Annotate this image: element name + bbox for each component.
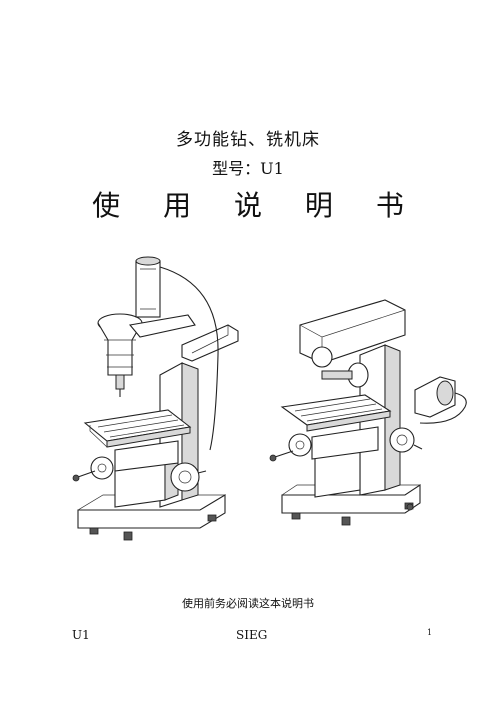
vertical-mill-drawing <box>72 256 239 541</box>
footer-model: U1 <box>72 628 90 642</box>
manual-char: 说 <box>233 189 262 222</box>
manual-char: 用 <box>163 189 192 222</box>
horizontal-mill-drawing <box>269 299 467 526</box>
read-before-use-note: 使用前务必阅读这本说明书 <box>182 597 314 610</box>
manual-char: 明 <box>304 189 333 222</box>
manual-char: 书 <box>375 189 404 222</box>
machine-illustration <box>72 256 467 541</box>
document-title: 多功能钻、铣机床 <box>176 130 320 150</box>
footer-brand: SIEG <box>236 628 268 642</box>
page-number: 1 <box>427 628 433 637</box>
model-label: 型号：U1 <box>212 159 284 178</box>
manual-char: 使 <box>92 189 121 222</box>
manual-heading: 使 用 说 明 书 <box>0 184 496 224</box>
